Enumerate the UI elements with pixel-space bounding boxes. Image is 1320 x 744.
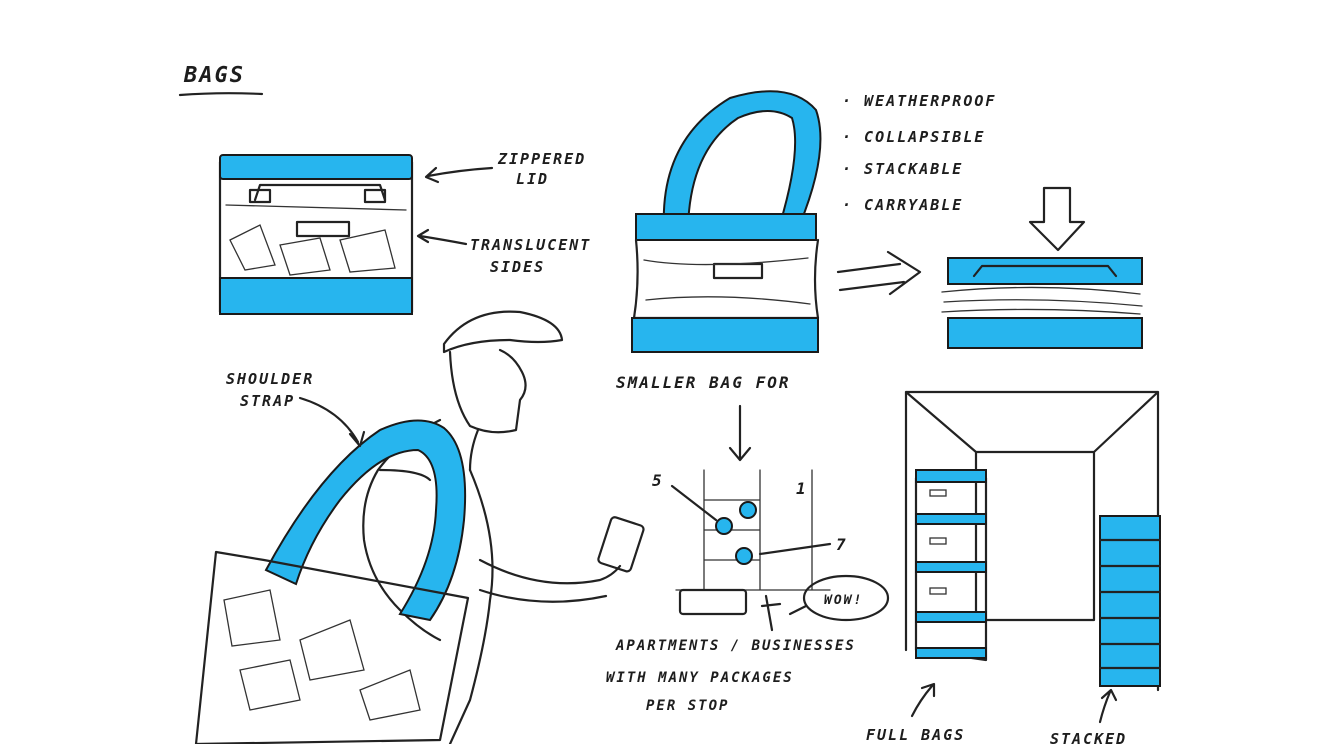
arrow-stacked: [1098, 688, 1118, 724]
label-shoulder: SHOULDER: [226, 370, 314, 388]
label-per-stop: PER STOP: [646, 698, 729, 714]
label-strap: STRAP: [240, 392, 295, 410]
label-sides: SIDES: [490, 258, 545, 276]
label-lid: LID: [516, 170, 549, 188]
courier-figure: [362, 310, 645, 744]
feature-collapsible: · COLLAPSIBLE: [842, 128, 985, 146]
label-num-1: 1: [796, 479, 808, 498]
arrow-translucent: [416, 228, 468, 246]
title-underline: [178, 92, 264, 97]
label-apartments: APARTMENTS / BUSINESSES: [615, 638, 856, 654]
arrow-down-press: [1028, 186, 1086, 252]
arrow-smaller-bag: [728, 404, 752, 462]
full-bags-stack: [914, 469, 988, 662]
shoulder-bag: [194, 419, 470, 744]
label-wow: WOW!: [824, 593, 863, 608]
label-many-packages: WITH MANY PACKAGES: [606, 670, 794, 686]
label-smaller-bag: SMALLER BAG FOR: [616, 373, 791, 392]
sketch-title: BAGS: [183, 63, 245, 88]
label-num-7: 7: [836, 535, 848, 554]
label-zippered: ZIPPERED: [497, 150, 586, 168]
bag-collapsed: [941, 257, 1143, 349]
label-translucent: TRANSLUCENT: [470, 236, 591, 254]
van-interior: [904, 390, 1160, 692]
arrow-collapse: [836, 250, 922, 296]
mailbox-vignette: [670, 469, 890, 632]
label-full-bags: FULL BAGS: [866, 726, 965, 744]
feature-stackable: · STACKABLE: [842, 160, 963, 178]
feature-list: · WEATHERPROOF · COLLAPSIBLE · STACKABLE…: [842, 92, 996, 214]
arrow-zippered-lid: [424, 166, 494, 184]
feature-carryable: · CARRYABLE: [842, 196, 963, 214]
arrow-full-bags: [910, 682, 936, 718]
feature-weatherproof: · WEATHERPROOF: [842, 92, 996, 110]
bag-zippered-box: [218, 154, 414, 315]
arrow-shoulder-strap: [298, 396, 366, 448]
label-stacked: STACKED: [1050, 730, 1127, 744]
label-num-5: 5: [652, 471, 664, 490]
bag-tote: [631, 90, 822, 353]
collapsed-bags-stack: [1098, 515, 1162, 687]
